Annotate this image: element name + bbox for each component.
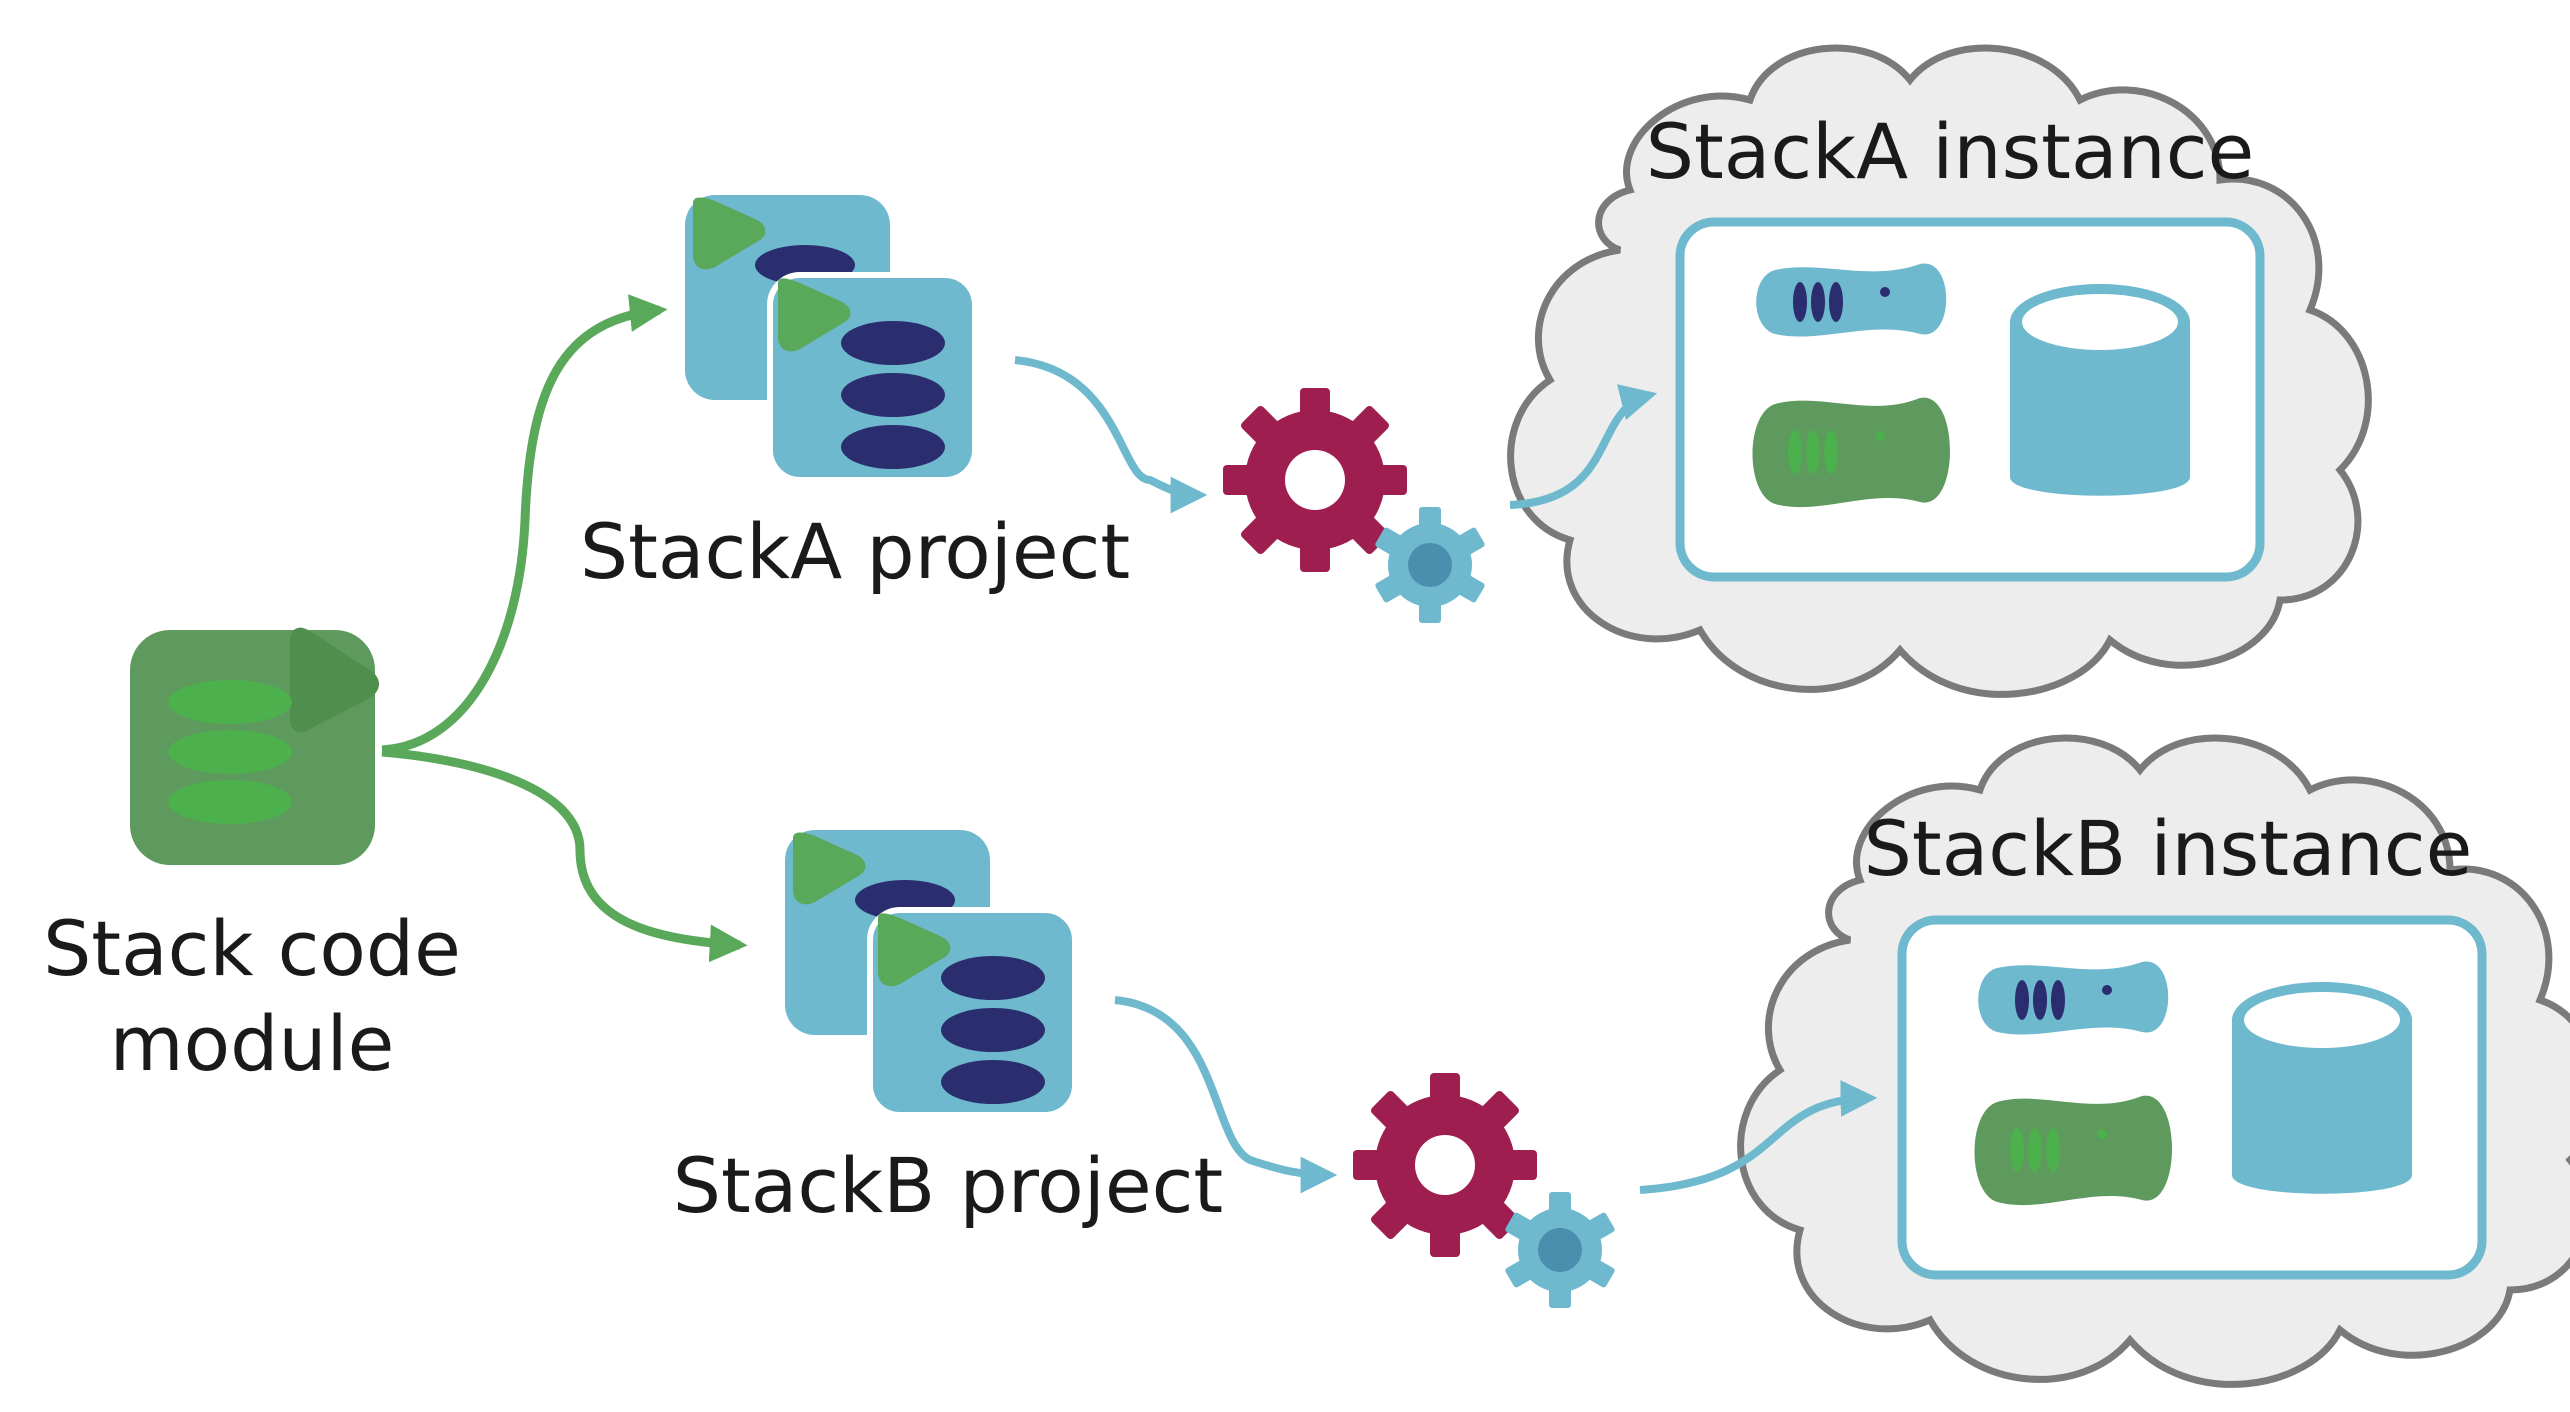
stackb-instance-box — [1902, 920, 2482, 1275]
arrow-stacka-project-to-gears — [1014, 356, 1208, 514]
stacka-instance-box — [1680, 222, 2260, 577]
module-label-line2: module — [110, 999, 395, 1088]
gears-icon — [1223, 388, 1486, 623]
stackb-instance-label: StackB instance — [1864, 804, 2473, 893]
code-module-icon — [130, 627, 379, 865]
arrow-stackb-project-to-gears — [1114, 996, 1338, 1194]
stacka-instance-label: StackA instance — [1646, 107, 2255, 196]
module-label-line1: Stack code — [43, 904, 461, 993]
project-documents-icon — [785, 830, 1075, 1115]
arrow-module-to-stackb — [381, 747, 748, 963]
gears-icon — [1353, 1073, 1616, 1308]
arrow-gears-to-stacka-instance — [1509, 384, 1658, 509]
arrow-module-to-stacka — [381, 294, 668, 755]
stackb-project-label: StackB project — [673, 1141, 1223, 1230]
stacka-project-label: StackA project — [580, 507, 1130, 596]
arrow-gears-to-stackb-instance — [1639, 1080, 1878, 1194]
project-documents-icon — [685, 195, 975, 480]
